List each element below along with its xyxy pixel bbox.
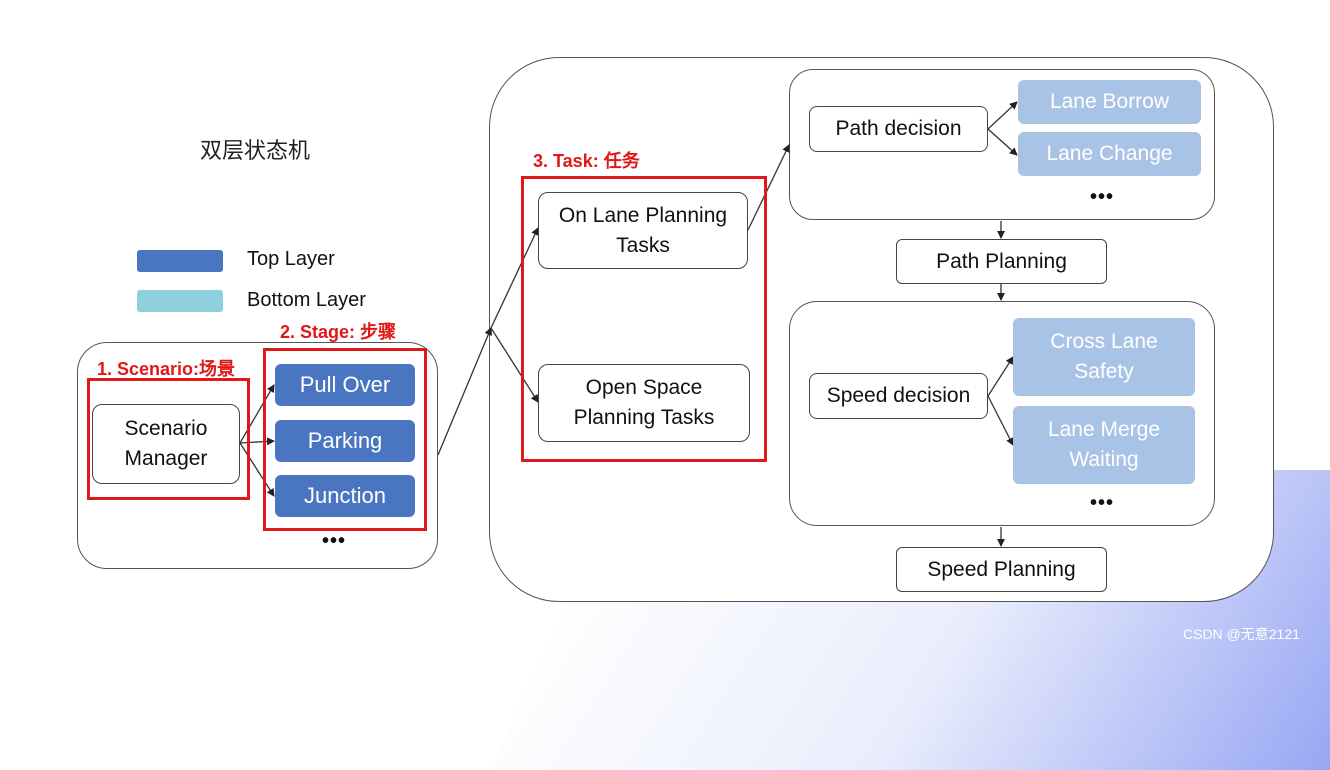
legend-swatch-top-layer <box>137 250 223 272</box>
legend-swatch-bottom-layer <box>137 290 223 312</box>
path-options-more-ellipsis: ••• <box>1090 186 1115 208</box>
connector-lines <box>239 101 1018 547</box>
stage-highlight-frame <box>263 348 427 531</box>
lane-merge-waiting-box: Lane Merge Waiting <box>1013 406 1195 484</box>
stage-parking: Parking <box>275 420 415 462</box>
lane-borrow-box: Lane Borrow <box>1018 80 1201 124</box>
lane-change-box: Lane Change <box>1018 132 1201 176</box>
stage-pull-over: Pull Over <box>275 364 415 406</box>
stages-more-ellipsis: ••• <box>322 530 347 552</box>
speed-planning-box: Speed Planning <box>896 547 1107 592</box>
task-highlight-frame <box>521 176 767 462</box>
on-lane-planning-tasks-box: On Lane Planning Tasks <box>538 192 748 269</box>
path-planning-box: Path Planning <box>896 239 1107 284</box>
legend-label-bottom-layer: Bottom Layer <box>247 289 366 311</box>
scenario-manager-box: Scenario Manager <box>92 404 240 484</box>
scenario-annotation: 1. Scenario:场景 <box>97 359 236 379</box>
open-space-planning-tasks-box: Open Space Planning Tasks <box>538 364 750 442</box>
cross-lane-safety-box: Cross Lane Safety <box>1013 318 1195 396</box>
stage-annotation: 2. Stage: 步骤 <box>280 322 397 342</box>
stage-junction: Junction <box>275 475 415 517</box>
scenario-highlight-frame <box>87 378 250 500</box>
task-annotation: 3. Task: 任务 <box>533 151 640 171</box>
diagram-title: 双层状态机 <box>200 139 311 164</box>
speed-options-more-ellipsis: ••• <box>1090 492 1115 514</box>
speed-decision-box: Speed decision <box>809 373 988 419</box>
path-decision-box: Path decision <box>809 106 988 152</box>
watermark: CSDN @无意2121 <box>1183 626 1300 642</box>
legend-label-top-layer: Top Layer <box>247 248 335 270</box>
